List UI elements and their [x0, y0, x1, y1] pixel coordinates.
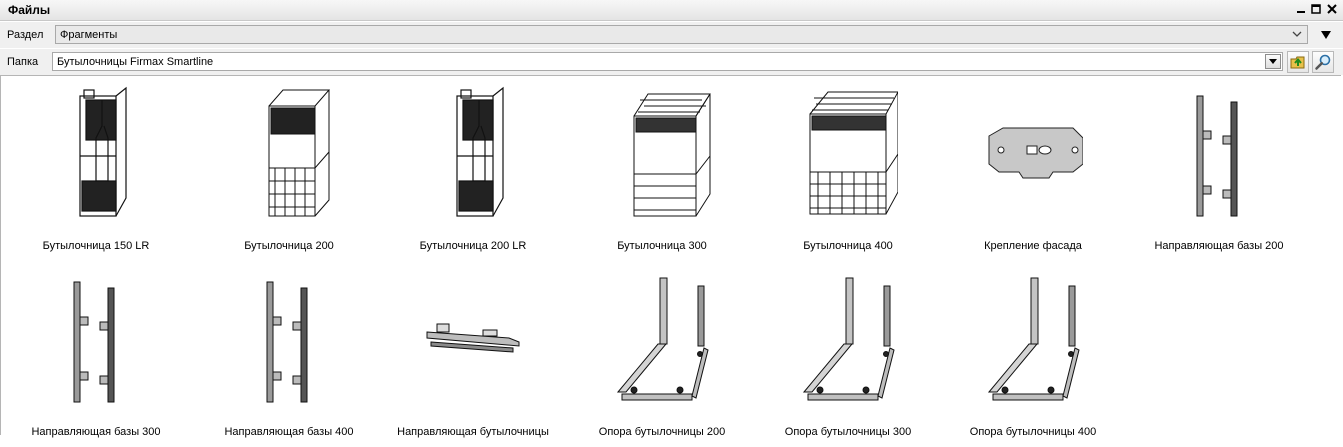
- facade-bracket-thumbnail-icon: [988, 127, 1083, 179]
- file-item[interactable]: Бутылочница 200 LR: [383, 86, 563, 261]
- rail-pair-thumbnail-icon: [73, 281, 115, 403]
- file-caption: Направляющая базы 400: [224, 426, 354, 438]
- maximize-icon[interactable]: [1309, 2, 1323, 16]
- file-caption: Опора бутылочницы 400: [969, 426, 1097, 438]
- file-caption: Крепление фасада: [984, 240, 1082, 252]
- file-caption: Направляющая бутылочницы: [397, 426, 549, 438]
- file-item[interactable]: Крепление фасада: [943, 86, 1123, 261]
- folder-select[interactable]: Бутылочницы Firmax Smartline: [52, 52, 1283, 71]
- folder-up-button[interactable]: [1287, 51, 1309, 73]
- frame-support-thumbnail-icon: [802, 277, 895, 401]
- folder-value: Бутылочницы Firmax Smartline: [57, 56, 214, 68]
- search-button[interactable]: [1312, 51, 1334, 73]
- section-label: Раздел: [7, 29, 44, 41]
- panel-titlebar: Файлы: [0, 0, 1343, 21]
- file-item[interactable]: Бутылочница 150 LR: [6, 86, 186, 261]
- file-caption: Бутылочница 200 LR: [419, 240, 527, 252]
- basket-narrow-thumbnail-icon: [268, 89, 331, 217]
- file-item[interactable]: Направляющая базы 200: [1129, 86, 1309, 261]
- file-caption: Направляющая базы 200: [1154, 240, 1284, 252]
- file-caption: Опора бутылочницы 200: [598, 426, 726, 438]
- file-caption: Бутылочница 300: [617, 240, 707, 252]
- panel-title: Файлы: [8, 3, 51, 17]
- chevron-down-icon[interactable]: [1291, 27, 1303, 42]
- folder-row: Папка Бутылочницы Firmax Smartline: [0, 49, 1343, 75]
- file-item[interactable]: Бутылочница 200: [199, 86, 379, 261]
- file-grid: Бутылочница 150 LR Бутылочница 200 Бутыл…: [0, 75, 1341, 438]
- rail-pair-thumbnail-icon: [1196, 95, 1238, 217]
- folder-label: Папка: [7, 56, 39, 68]
- file-item[interactable]: Бутылочница 400: [758, 86, 938, 261]
- dropdown-arrow-icon[interactable]: [1265, 54, 1281, 69]
- search-icon: [1315, 54, 1331, 70]
- basket-wide-thumbnail-icon: [809, 91, 898, 215]
- file-item[interactable]: Направляющая базы 400: [199, 272, 379, 447]
- section-row: Раздел Фрагменты: [0, 22, 1343, 48]
- basket-bottle-narrow-thumbnail-icon: [456, 86, 504, 217]
- section-menu-arrow-icon[interactable]: [1319, 28, 1333, 42]
- basket-bottle-narrow-thumbnail-icon: [79, 86, 127, 217]
- file-item[interactable]: Опора бутылочницы 200: [572, 272, 752, 447]
- frame-support-thumbnail-icon: [616, 277, 709, 401]
- rail-pair-thumbnail-icon: [266, 281, 308, 403]
- file-caption: Бутылочница 150 LR: [42, 240, 150, 252]
- file-item[interactable]: Бутылочница 300: [572, 86, 752, 261]
- section-value: Фрагменты: [60, 29, 118, 41]
- file-item[interactable]: Направляющая базы 300: [6, 272, 186, 447]
- section-select[interactable]: Фрагменты: [55, 25, 1308, 44]
- minimize-icon[interactable]: [1294, 2, 1308, 16]
- slide-rail-thumbnail-icon: [426, 323, 520, 353]
- close-icon[interactable]: [1325, 2, 1339, 16]
- file-caption: Опора бутылочницы 300: [784, 426, 912, 438]
- file-caption: Бутылочница 400: [803, 240, 893, 252]
- file-item[interactable]: Опора бутылочницы 300: [758, 272, 938, 447]
- file-item[interactable]: Опора бутылочницы 400: [943, 272, 1123, 447]
- folder-up-icon: [1290, 56, 1305, 69]
- file-item[interactable]: Направляющая бутылочницы: [383, 272, 563, 447]
- file-caption: Направляющая базы 300: [31, 426, 161, 438]
- file-caption: Бутылочница 200: [244, 240, 334, 252]
- basket-medium-thumbnail-icon: [633, 93, 711, 217]
- frame-support-thumbnail-icon: [987, 277, 1080, 401]
